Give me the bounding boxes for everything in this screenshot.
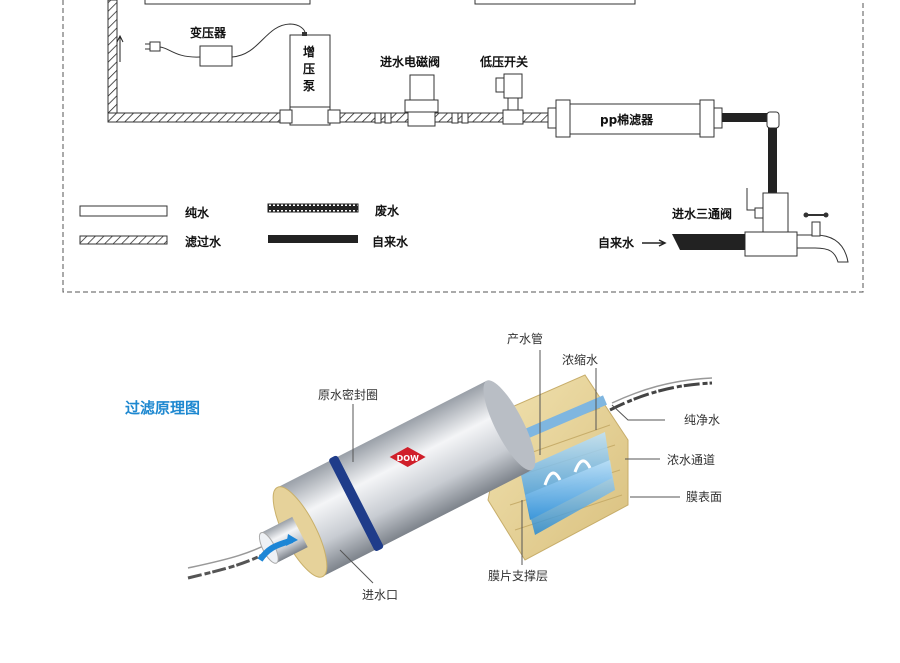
label-pure-water: 纯净水 (684, 413, 720, 427)
solenoid-valve-label: 进水电磁阀 (380, 54, 440, 69)
three-way-valve-label: 进水三通阀 (672, 206, 732, 221)
low-pressure-switch-label: 低压开关 (479, 54, 528, 69)
pure-water-stream-2 (611, 377, 713, 404)
pipe-elbow (766, 111, 780, 129)
label-concentrate: 浓缩水 (562, 352, 598, 367)
legend: 纯水 滤过水 废水 自来水 (79, 203, 409, 249)
inlet-flow-arrowhead-icon (286, 534, 298, 546)
pure-water-stream (609, 381, 713, 412)
legend-label-tap: 自来水 (372, 234, 409, 249)
ro-membrane-cylinder: DOW (258, 380, 536, 578)
pp-filter-label: pp棉滤器 (600, 112, 654, 127)
tap-pipe-vertical (768, 128, 777, 194)
legend-label-filtered: 滤过水 (185, 234, 222, 249)
partial-filter-left (144, 0, 311, 5)
legend-swatch-pure (79, 205, 168, 217)
transformer: 变压器 (145, 23, 306, 67)
transformer-label: 变压器 (190, 25, 227, 40)
three-way-valve: 进水三通阀 (672, 188, 849, 263)
tap-water-inlet-pipe (672, 234, 745, 250)
label-inlet: 进水口 (362, 588, 398, 602)
flow-arrow-icon (116, 34, 124, 62)
seal-ring (329, 455, 384, 551)
inlet-arrow-icon (642, 239, 667, 247)
legend-swatch-waste (267, 203, 359, 213)
low-pressure-switch: 低压开关 (479, 54, 528, 125)
tap-pipe-horizontal (722, 113, 768, 122)
system-diagram: 变压器 增 压 泵 进水电磁阀 (62, 0, 864, 293)
pump-label-3: 泵 (303, 79, 315, 93)
booster-pump: 增 压 泵 (279, 32, 341, 126)
label-membrane-surface: 膜表面 (686, 490, 722, 504)
partial-filter-right (474, 0, 636, 5)
pump-label-1: 增 (303, 44, 315, 59)
pump-label-2: 压 (303, 62, 315, 76)
principle-diagram: 过滤原理图 DOW (125, 331, 722, 602)
legend-swatch-filtered (79, 235, 168, 245)
tap-water-inlet-label: 自来水 (598, 235, 635, 250)
legend-label-waste: 废水 (375, 203, 400, 218)
svg-text:DOW: DOW (397, 454, 419, 463)
label-concentrate-channel: 浓水通道 (667, 453, 715, 467)
label-seal-ring: 原水密封圈 (318, 387, 378, 402)
legend-swatch-tap (268, 235, 358, 243)
pp-filter: pp棉滤器 (547, 99, 723, 138)
filtered-pipe-vertical (107, 0, 118, 116)
label-product-tube: 产水管 (507, 331, 543, 346)
principle-title: 过滤原理图 (125, 399, 200, 417)
label-membrane-support: 膜片支撑层 (488, 568, 548, 583)
dow-logo: DOW (389, 446, 426, 467)
inlet-solenoid-valve: 进水电磁阀 (374, 54, 469, 127)
legend-label-pure: 纯水 (185, 205, 210, 220)
dashed-border (62, 0, 864, 293)
leader-lines (339, 350, 680, 584)
